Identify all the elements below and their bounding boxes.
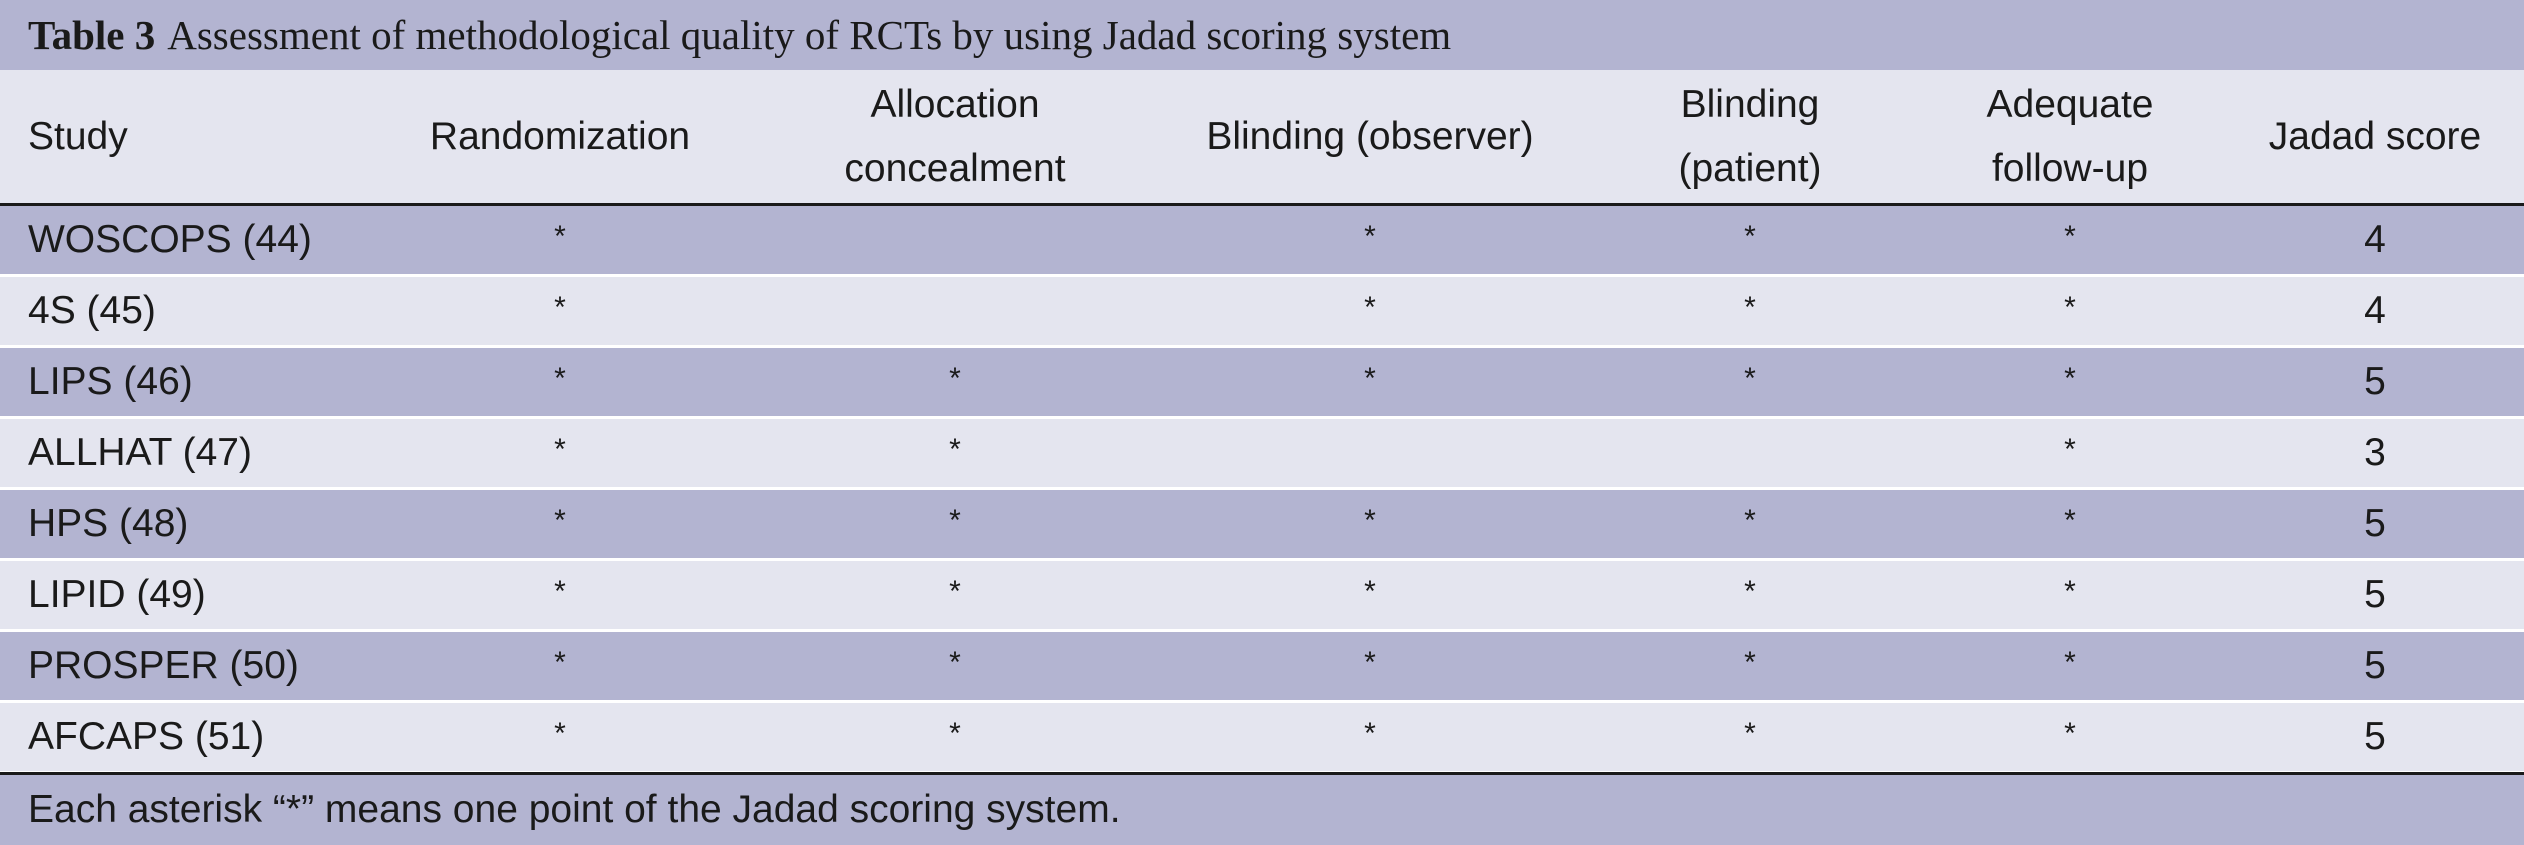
header-jadad-score: Jadad score xyxy=(2268,114,2482,158)
cell-followup: * xyxy=(2064,575,2076,608)
header-blinding-patient-line1: Blinding xyxy=(1680,82,1820,126)
cell-study: 4S (45) xyxy=(28,289,156,332)
header-randomization: Randomization xyxy=(429,114,691,158)
cell-allocation: * xyxy=(949,575,961,608)
cell-followup: * xyxy=(2064,362,2076,395)
table-row: WOSCOPS (44) * * * * 4 xyxy=(0,206,2524,277)
cell-study: LIPS (46) xyxy=(28,360,193,403)
footnote-text: Each asterisk “*” means one point of the… xyxy=(28,788,1121,831)
cell-followup: * xyxy=(2064,646,2076,679)
cell-jadad-score: 4 xyxy=(2364,289,2386,332)
table-footnote: Each asterisk “*” means one point of the… xyxy=(0,772,2524,845)
cell-randomization: * xyxy=(554,220,566,253)
cell-followup: * xyxy=(2064,717,2076,750)
cell-allocation: * xyxy=(949,433,961,466)
cell-study: WOSCOPS (44) xyxy=(28,218,312,261)
header-blinding-observer: Blinding (observer) xyxy=(1206,114,1534,158)
table-number: Table 3 xyxy=(28,12,156,58)
cell-jadad-score: 5 xyxy=(2364,644,2386,687)
table-header: Study Randomization Allocation concealme… xyxy=(0,70,2524,206)
cell-study: HPS (48) xyxy=(28,502,189,545)
cell-jadad-score: 5 xyxy=(2364,573,2386,616)
cell-blinding-patient: * xyxy=(1744,646,1756,679)
header-allocation-concealment: Allocation concealment xyxy=(790,70,1120,203)
cell-study: ALLHAT (47) xyxy=(28,431,252,474)
header-study: Study xyxy=(28,114,128,158)
cell-followup: * xyxy=(2064,291,2076,324)
cell-randomization: * xyxy=(554,362,566,395)
table-row: AFCAPS (51) * * * * * 5 xyxy=(0,703,2524,774)
cell-followup: * xyxy=(2064,504,2076,537)
cell-blinding-patient: * xyxy=(1744,575,1756,608)
cell-allocation xyxy=(790,277,1120,345)
cell-followup: * xyxy=(2064,433,2076,466)
header-followup-line2: follow-up xyxy=(1991,146,2149,190)
cell-randomization: * xyxy=(554,646,566,679)
table-row: HPS (48) * * * * * 5 xyxy=(0,490,2524,561)
cell-study: PROSPER (50) xyxy=(28,644,299,687)
cell-jadad-score: 5 xyxy=(2364,360,2386,403)
cell-blinding-observer: * xyxy=(1364,717,1376,750)
table-row: LIPS (46) * * * * * 5 xyxy=(0,348,2524,419)
cell-blinding-observer: * xyxy=(1364,220,1376,253)
cell-randomization: * xyxy=(554,504,566,537)
cell-jadad-score: 3 xyxy=(2364,431,2386,474)
cell-allocation xyxy=(790,206,1120,274)
cell-study: LIPID (49) xyxy=(28,573,206,616)
header-blinding-patient: Blinding (patient) xyxy=(1630,70,1870,203)
cell-blinding-patient: * xyxy=(1744,220,1756,253)
cell-blinding-observer: * xyxy=(1364,646,1376,679)
cell-jadad-score: 5 xyxy=(2364,502,2386,545)
cell-blinding-patient xyxy=(1630,419,1870,487)
cell-randomization: * xyxy=(554,291,566,324)
cell-blinding-observer: * xyxy=(1364,504,1376,537)
cell-blinding-observer: * xyxy=(1364,362,1376,395)
cell-allocation: * xyxy=(949,717,961,750)
cell-allocation: * xyxy=(949,646,961,679)
cell-blinding-observer: * xyxy=(1364,291,1376,324)
cell-followup: * xyxy=(2064,220,2076,253)
cell-blinding-patient: * xyxy=(1744,717,1756,750)
table-row: ALLHAT (47) * * * 3 xyxy=(0,419,2524,490)
header-allocation-line1: Allocation xyxy=(870,82,1040,126)
table-row: PROSPER (50) * * * * * 5 xyxy=(0,632,2524,703)
table-title: Assessment of methodological quality of … xyxy=(167,12,1452,58)
header-blinding-patient-line2: (patient) xyxy=(1678,146,1822,190)
table-caption: Table 3 Assessment of methodological qua… xyxy=(0,0,2524,70)
header-followup-line1: Adequate xyxy=(1986,82,2154,126)
table-row: LIPID (49) * * * * * 5 xyxy=(0,561,2524,632)
header-adequate-followup: Adequate follow-up xyxy=(1940,70,2200,203)
cell-randomization: * xyxy=(554,717,566,750)
cell-blinding-patient: * xyxy=(1744,291,1756,324)
cell-jadad-score: 4 xyxy=(2364,218,2386,261)
cell-blinding-patient: * xyxy=(1744,362,1756,395)
cell-randomization: * xyxy=(554,433,566,466)
cell-blinding-observer: * xyxy=(1364,575,1376,608)
header-allocation-line2: concealment xyxy=(844,146,1066,190)
cell-study: AFCAPS (51) xyxy=(28,715,265,758)
cell-blinding-observer xyxy=(1170,419,1570,487)
cell-jadad-score: 5 xyxy=(2364,715,2386,758)
cell-randomization: * xyxy=(554,575,566,608)
cell-allocation: * xyxy=(949,504,961,537)
table-row: 4S (45) * * * * 4 xyxy=(0,277,2524,348)
cell-allocation: * xyxy=(949,362,961,395)
cell-blinding-patient: * xyxy=(1744,504,1756,537)
